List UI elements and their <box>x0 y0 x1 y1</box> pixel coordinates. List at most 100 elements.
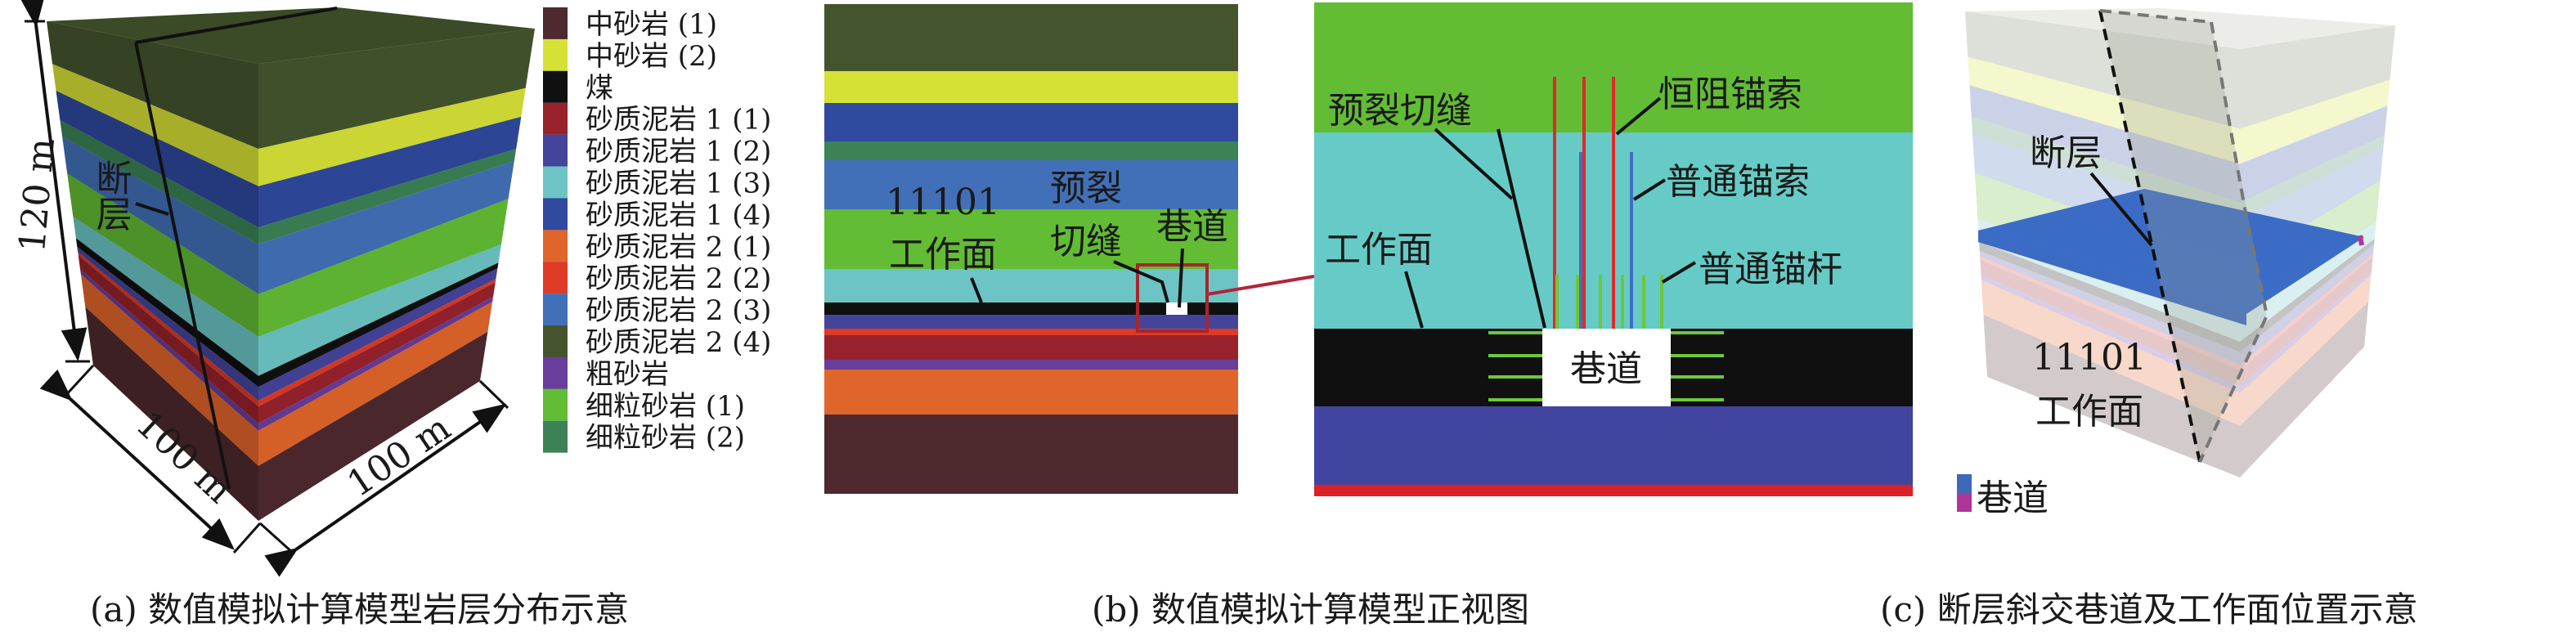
legend-label: 砂质泥岩 2 (3) <box>586 294 771 327</box>
support-elements <box>1488 77 1724 401</box>
workface-leader-line <box>970 277 983 303</box>
tunnel <box>1166 303 1187 315</box>
cube-left-face-layer <box>56 91 258 228</box>
legend-swatch <box>543 70 568 103</box>
transparent-layer <box>1965 11 2395 129</box>
workface-slab-top <box>1978 189 2364 314</box>
legend-swatch <box>543 262 568 294</box>
cube-right-face-layer-shading <box>258 29 535 521</box>
cube-right-face-layer <box>258 244 501 376</box>
front-view-layer <box>824 209 1238 269</box>
workface-label: 工作面 <box>889 234 997 276</box>
workface-id: 11101 <box>2032 337 2147 379</box>
tunnel-legend-label: 巷道 <box>1977 477 2049 519</box>
front-view-layer <box>824 103 1238 141</box>
constant-resistance-cable-label: 恒阻锚索 <box>1658 74 1802 115</box>
panel-c-fault-tunnel-position: 断层 11101 工作面 巷道 <box>1957 8 2395 519</box>
fault-plane-edge <box>2198 21 2269 463</box>
legend-label: 细粒砂岩 (2) <box>586 422 745 455</box>
cube-right-face-layer <box>258 87 526 186</box>
cube-right-face-layer <box>258 296 494 431</box>
transparent-layer <box>1971 116 2385 218</box>
cube-left-face-layer <box>78 252 258 407</box>
tunnel-legend-swatch <box>1957 493 1972 512</box>
legend-label: 中砂岩 (2) <box>586 40 717 73</box>
legend-swatch <box>543 198 568 231</box>
panel-b-inset-support-detail: 巷道 预裂切缝 恒阻锚索 普通锚索 普通锚杆 工作面 <box>1314 2 1913 496</box>
zoom-connector-line <box>1206 275 1315 296</box>
legend-label: 中砂岩 (1) <box>586 8 717 41</box>
front-view-layer <box>824 269 1238 303</box>
legend-swatch <box>543 294 568 326</box>
transparent-layer <box>1977 218 2376 342</box>
legend-swatch <box>543 230 568 262</box>
legend-label: 煤 <box>586 72 613 105</box>
front-view-layer <box>824 315 1238 329</box>
cube-left-face-layer <box>60 119 259 244</box>
caption-b: (b) 数值模拟计算模型正视图 <box>1092 589 1529 630</box>
zoom-region-box <box>1136 263 1209 333</box>
fault-trace-top <box>135 7 338 44</box>
fault-plane-edge <box>2098 10 2201 463</box>
dim-tick <box>232 522 262 554</box>
front-view-layer <box>824 415 1238 494</box>
workface-id: 11101 <box>886 182 1000 223</box>
height-dimension-arrow <box>19 0 88 361</box>
ordinary-cable-leader-line <box>1632 178 1667 201</box>
legend-swatch <box>543 325 568 357</box>
workface-label: 工作面 <box>1325 229 1433 271</box>
legend-label: 砂质泥岩 1 (4) <box>586 199 771 231</box>
right-length-dimension-arrow <box>264 403 507 577</box>
slit-leader-line <box>1434 128 1514 200</box>
front-view-layer <box>824 360 1238 370</box>
legend-swatch <box>543 102 568 135</box>
fault-label: 断层 <box>2030 132 2102 174</box>
front-view-layer <box>824 71 1238 103</box>
cube-right-face-layer <box>258 199 509 337</box>
layer-sandy-mudstone-1-2 <box>1314 406 1913 485</box>
legend-label: 细粒砂岩 (1) <box>586 390 745 423</box>
bolt-leader-line <box>1661 261 1697 284</box>
legend-swatch <box>543 166 568 199</box>
front-view-layer <box>824 329 1238 335</box>
front-view-layer <box>824 370 1238 415</box>
legend-label: 砂质泥岩 2 (2) <box>586 262 771 295</box>
tunnel-label: 巷道 <box>1156 206 1228 248</box>
tunnel-legend-swatch <box>1957 474 1972 493</box>
box-top-face <box>1965 8 2395 49</box>
cube-left-face-layer <box>77 246 258 401</box>
front-view-layer <box>824 160 1238 209</box>
cube-right-face-layer <box>258 161 514 294</box>
tunnel <box>1542 329 1671 406</box>
panel-a-model-cube: 断层 120 m 100 m 100 m <box>11 0 535 577</box>
cube-right-face-layer <box>258 262 499 388</box>
transparent-layer <box>1981 269 2372 393</box>
height-label: 120 m <box>11 137 63 254</box>
legend-swatch <box>543 420 568 453</box>
transparent-layer <box>1980 257 2373 387</box>
tunnel-edge <box>2358 235 2364 246</box>
legend-label: 粗砂岩 <box>586 358 669 391</box>
cube-right-face-layer <box>258 149 517 244</box>
front-view-layer <box>824 303 1238 315</box>
front-view-layer <box>824 4 1238 71</box>
transparent-layer <box>1969 85 2388 203</box>
ordinary-bolt-label: 普通锚杆 <box>1699 249 1842 290</box>
cube-left-face-layer <box>73 217 259 376</box>
dim-tick <box>258 522 294 554</box>
cube-left-face-layer <box>75 238 259 388</box>
legend-swatch <box>543 356 568 389</box>
fault-leader-line <box>135 202 169 216</box>
front-view-layers <box>824 4 1238 494</box>
slit-label-line2: 切缝 <box>1050 221 1122 262</box>
workface-label: 工作面 <box>2035 391 2143 433</box>
legend-label: 砂质泥岩 1 (2) <box>586 136 771 168</box>
cube-right-face-layer <box>258 282 496 424</box>
fault-label: 断层 <box>90 159 132 231</box>
cube-right-face-layer <box>258 268 498 401</box>
slit-label-line1: 预裂 <box>1050 168 1122 209</box>
legend-label: 砂质泥岩 2 (4) <box>586 326 771 359</box>
legend-label: 砂质泥岩 1 (3) <box>586 168 771 200</box>
cube-right-face-layer <box>258 279 496 407</box>
